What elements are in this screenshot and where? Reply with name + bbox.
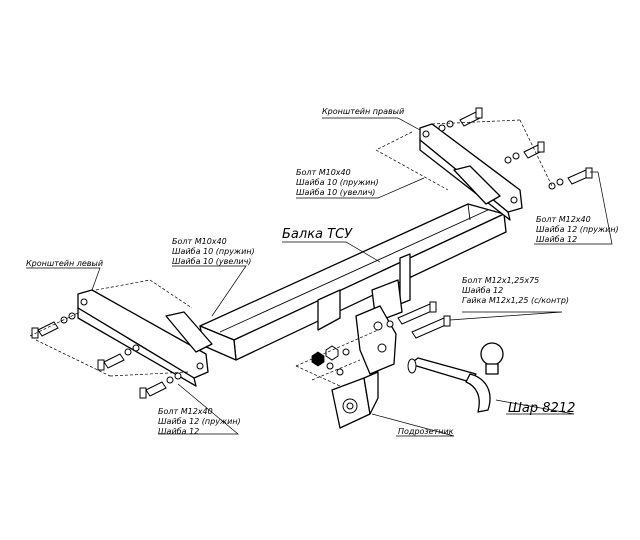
washer-icon — [124, 348, 132, 356]
beam — [199, 203, 507, 361]
socket-plate — [331, 371, 379, 429]
bolt-icon — [459, 107, 483, 127]
label-bracket-left: Кронштейн левый — [26, 259, 103, 268]
washer-icon — [548, 182, 556, 190]
bolt-icon — [397, 303, 435, 325]
washer-icon — [512, 152, 520, 160]
hardware — [31, 107, 593, 399]
washer-icon — [326, 362, 334, 370]
leader-lines — [26, 117, 613, 437]
label-bolt-m12-right: Болт М12х40 — [536, 215, 591, 224]
bolt-icon — [145, 381, 167, 397]
labels: Кронштейн правый Болт М10х40 Шайба 10 (п… — [26, 107, 619, 436]
washer-icon — [446, 120, 454, 128]
label-washer-12-spring-right: Шайба 12 (пружин) — [536, 225, 619, 234]
label-washer-12-left: Шайба 12 — [158, 427, 199, 436]
tow-ball — [407, 342, 504, 413]
washer-icon — [132, 344, 140, 352]
label-beam: Балка ТСУ — [282, 227, 353, 242]
washer-icon — [438, 124, 446, 132]
label-bracket-right: Кронштейн правый — [322, 107, 404, 116]
bracket-left — [77, 289, 213, 387]
label-socket-plate: Подрозетник — [398, 427, 454, 436]
washer-icon — [174, 372, 182, 380]
bolt-icon — [411, 317, 449, 339]
nut-icon — [311, 351, 325, 367]
label-washer-10-wide-left: Шайба 10 (увелич) — [172, 257, 251, 266]
washer-icon — [166, 376, 174, 384]
hitch-plate — [355, 305, 397, 375]
washer-icon — [342, 348, 350, 356]
label-bolt-m12-left: Болт М12х40 — [158, 407, 213, 416]
washer-icon — [504, 156, 512, 164]
label-washer-10-spring-left: Шайба 10 (пружин) — [172, 247, 255, 256]
nut-icon — [325, 345, 339, 361]
label-washer-12-spring-left: Шайба 12 (пружин) — [158, 417, 241, 426]
label-washer-12-right: Шайба 12 — [536, 235, 577, 244]
label-washer-12-center: Шайба 12 — [462, 286, 503, 295]
label-bolt-m10-left: Болт М10х40 — [172, 237, 227, 246]
washer-icon — [556, 178, 564, 186]
washer-icon — [336, 368, 344, 376]
label-bolt-m12-center: Болт М12х1,25х75 — [462, 276, 539, 285]
washer-icon — [386, 320, 394, 328]
bolt-icon — [37, 321, 59, 337]
label-bolt-m10-right: Болт М10х40 — [296, 168, 351, 177]
label-washer-10-wide-right: Шайба 10 (увелич) — [296, 188, 375, 197]
label-nut-m12-center: Гайка М12х1,25 (с/контр) — [462, 296, 569, 305]
label-washer-10-spring-right: Шайба 10 (пружин) — [296, 178, 379, 187]
bolt-icon — [103, 353, 125, 369]
label-ball: Шар 8212 — [508, 401, 575, 416]
assembly-lines — [29, 119, 553, 387]
